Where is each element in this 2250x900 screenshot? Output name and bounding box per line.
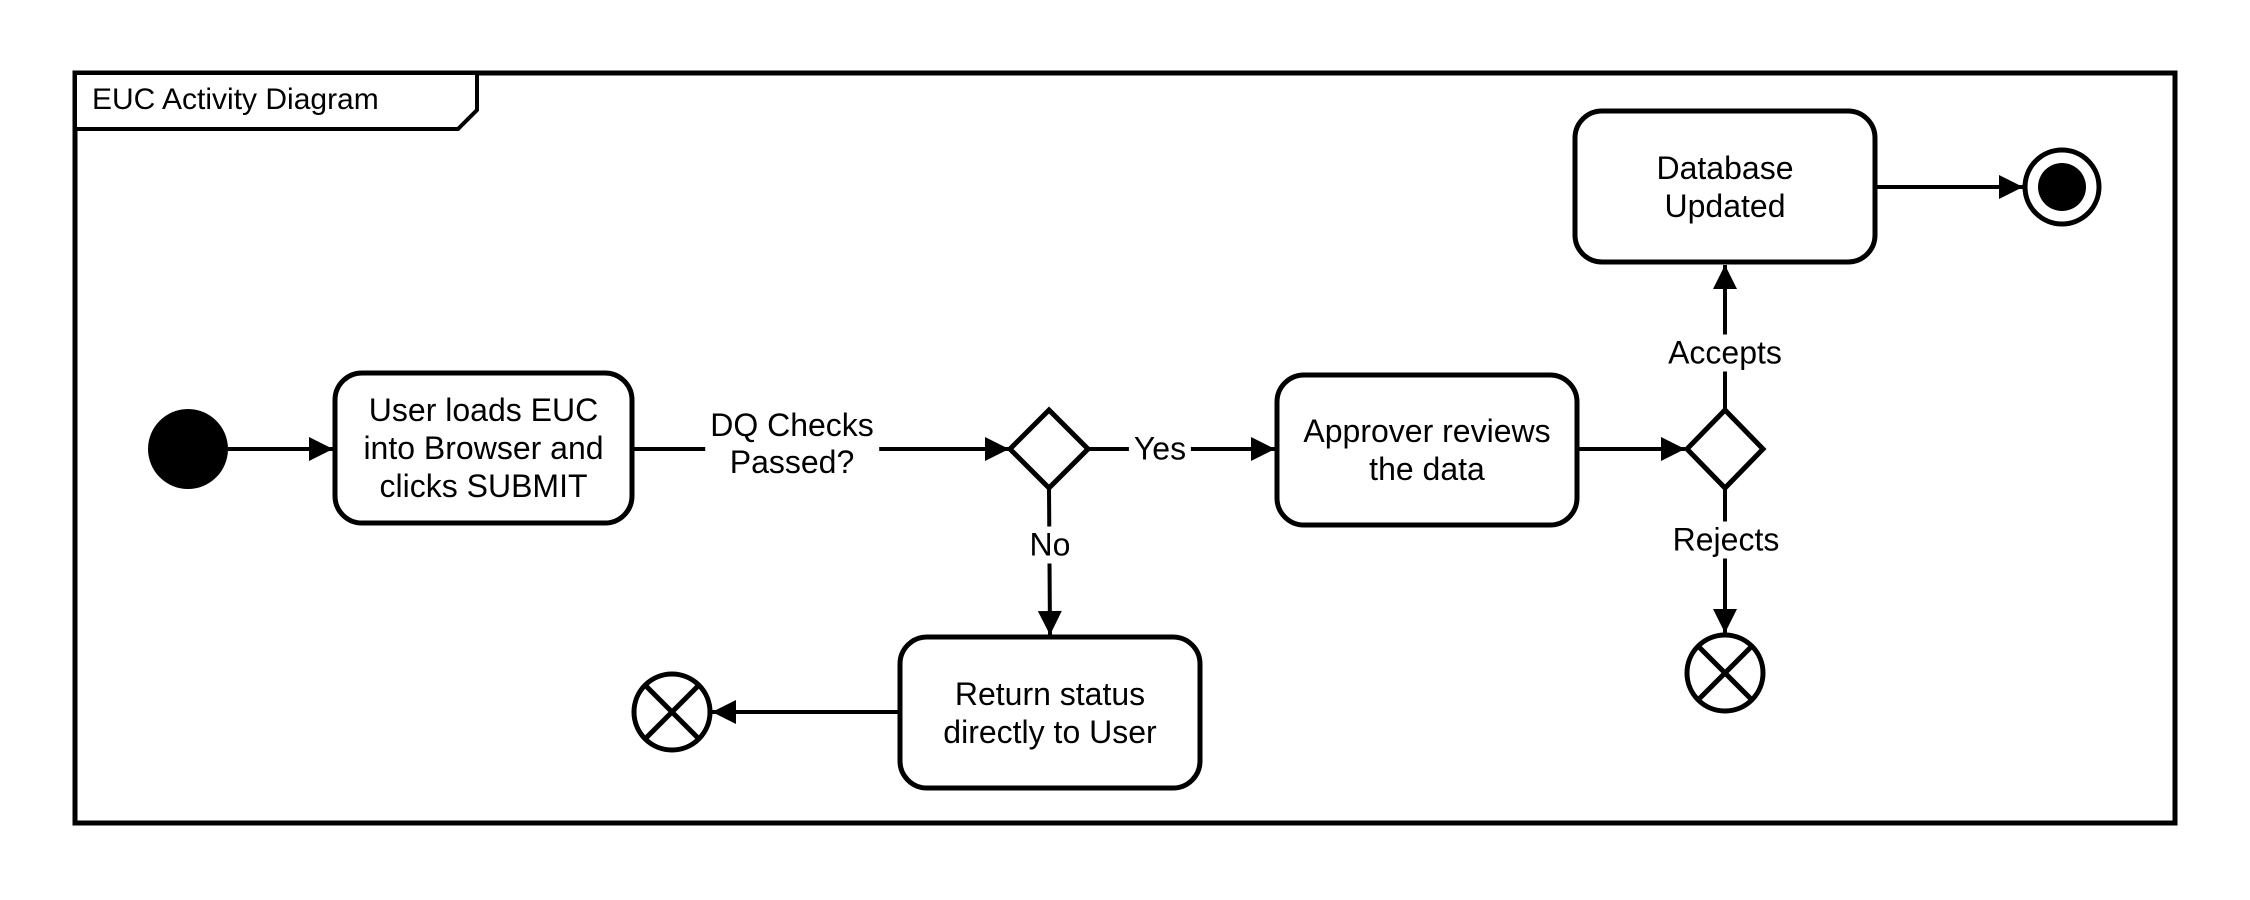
action-user-loads-euc-label: User loads EUC into Browser and clicks S…	[335, 373, 632, 523]
x-mark	[1696, 644, 1754, 702]
edge-label-accepts: Accepts	[1663, 334, 1787, 372]
edge-label-no: No	[1024, 526, 1076, 564]
action-database-updated	[1572, 108, 1878, 265]
action-approver-reviews-label: Approver reviews the data	[1277, 375, 1577, 525]
label-line: Return status	[954, 675, 1146, 712]
flow-final-node-right	[1684, 632, 1766, 714]
label-line: Updated	[1664, 187, 1786, 224]
label-line: clicks SUBMIT	[379, 468, 588, 504]
edge-label-rejects: Rejects	[1667, 521, 1785, 559]
activity-final-inner-dot	[2038, 163, 2086, 211]
diagram-frame	[72, 70, 2178, 826]
action-return-status-label: Return status directly to User	[900, 637, 1200, 788]
label-line: Passed?	[729, 444, 855, 480]
label-line: Database	[1656, 149, 1794, 186]
label-line: DQ Checks	[710, 407, 874, 443]
x-mark	[643, 683, 701, 741]
action-return-status	[897, 634, 1203, 791]
label-line: User loads EUC	[368, 392, 599, 428]
frame-title-tab	[73, 71, 479, 131]
action-database-updated-label: Database Updated	[1575, 111, 1875, 262]
action-user-loads-euc	[332, 370, 635, 526]
edge-label-yes: Yes	[1128, 430, 1192, 468]
label-line: into Browser and	[363, 430, 604, 466]
decision-dq-checks	[1006, 406, 1092, 492]
decision-approver	[1683, 406, 1767, 492]
frame-title: EUC Activity Diagram	[92, 83, 379, 116]
label-line: Approver reviews	[1303, 413, 1551, 449]
label-line: directly to User	[943, 713, 1157, 750]
action-approver-reviews	[1274, 372, 1580, 528]
edge-label-dq-checks: DQ Checks Passed?	[705, 407, 879, 481]
label-line: the data	[1369, 451, 1485, 487]
initial-node	[148, 409, 228, 489]
flow-final-node-left	[631, 671, 713, 753]
activity-final-node	[2022, 147, 2102, 227]
